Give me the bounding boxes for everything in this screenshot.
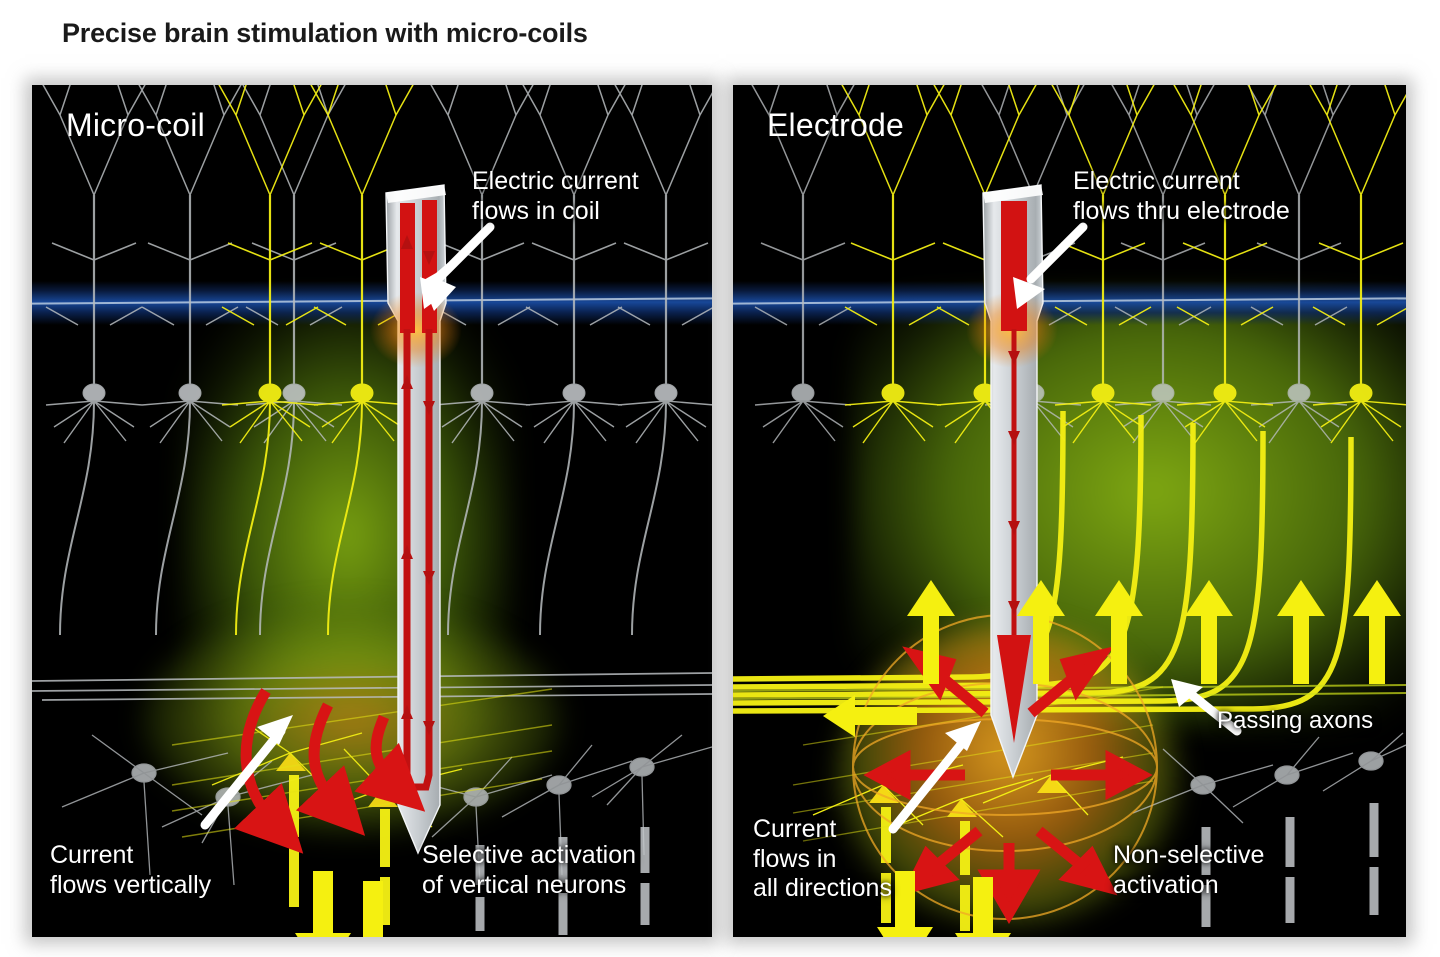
- panel-label-electrode: Electrode: [767, 107, 904, 143]
- panel-electrode: Electrode: [733, 85, 1406, 937]
- electrode-probe: [966, 184, 1058, 780]
- panel-label-micro-coil: Micro-coil: [66, 107, 205, 143]
- annotation-non-selective-activation: Non-selective activation: [1113, 841, 1265, 899]
- annotation-selective-activation: Selective activation of vertical neurons: [422, 841, 637, 899]
- annotation-electric-current-coil: Electric current flows in coil: [472, 167, 639, 225]
- figure-title: Precise brain stimulation with micro-coi…: [62, 18, 588, 48]
- annotation-current-flows-vertically: Current flows vertically: [50, 841, 212, 899]
- annotation-passing-axons: Passing axons: [1217, 707, 1374, 734]
- panel-micro-coil: Micro-coil: [32, 85, 712, 937]
- annotation-electric-current-electrode: Electric current flows thru electrode: [1073, 167, 1290, 225]
- micro-coil-probe: [370, 184, 462, 855]
- annotation-current-all-directions: Current flows in all directions: [753, 815, 892, 902]
